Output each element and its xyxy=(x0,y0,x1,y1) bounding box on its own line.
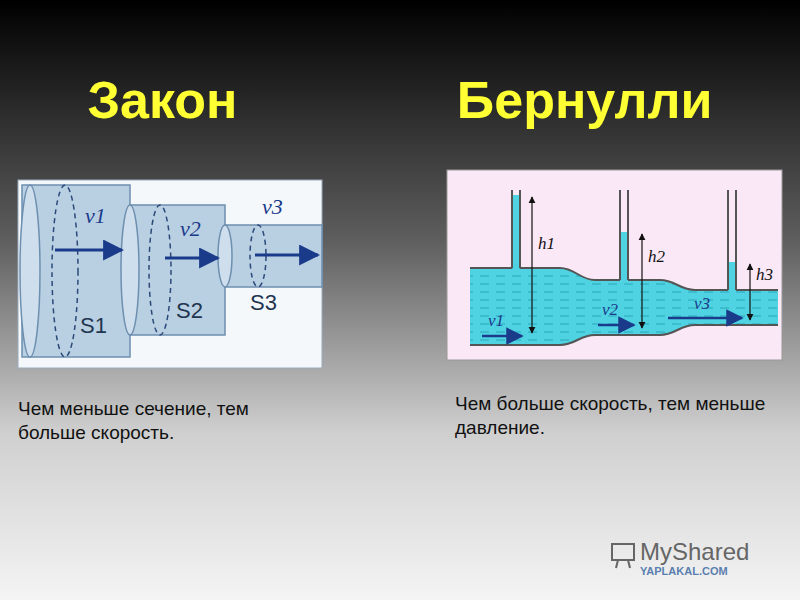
velocity-label: v3 xyxy=(262,196,283,218)
caption-text: Чем меньше сечение, тем больше скорость. xyxy=(18,397,318,445)
height-label: h2 xyxy=(648,248,665,265)
pipe-sections xyxy=(18,180,322,368)
height-label: h1 xyxy=(538,235,555,252)
velocity-label: v1 xyxy=(85,205,106,227)
height-label: h3 xyxy=(756,266,773,283)
velocity-label: v2 xyxy=(602,301,618,318)
watermark-icon xyxy=(612,544,634,568)
caption-text: Чем больше скорость, тем меньше давление… xyxy=(455,392,775,440)
piezometer-pipe xyxy=(447,170,782,360)
watermark: MyShared xyxy=(640,540,749,564)
watermark: YAPLAKAL.COM xyxy=(640,566,728,577)
section-label: S2 xyxy=(176,300,203,322)
velocity-label: v1 xyxy=(488,312,504,329)
section-label: S1 xyxy=(80,315,107,337)
section-label: S3 xyxy=(250,292,277,314)
velocity-label: v3 xyxy=(694,295,710,312)
velocity-label: v2 xyxy=(180,218,201,240)
slide-title: Закон Бернулли xyxy=(0,70,800,130)
